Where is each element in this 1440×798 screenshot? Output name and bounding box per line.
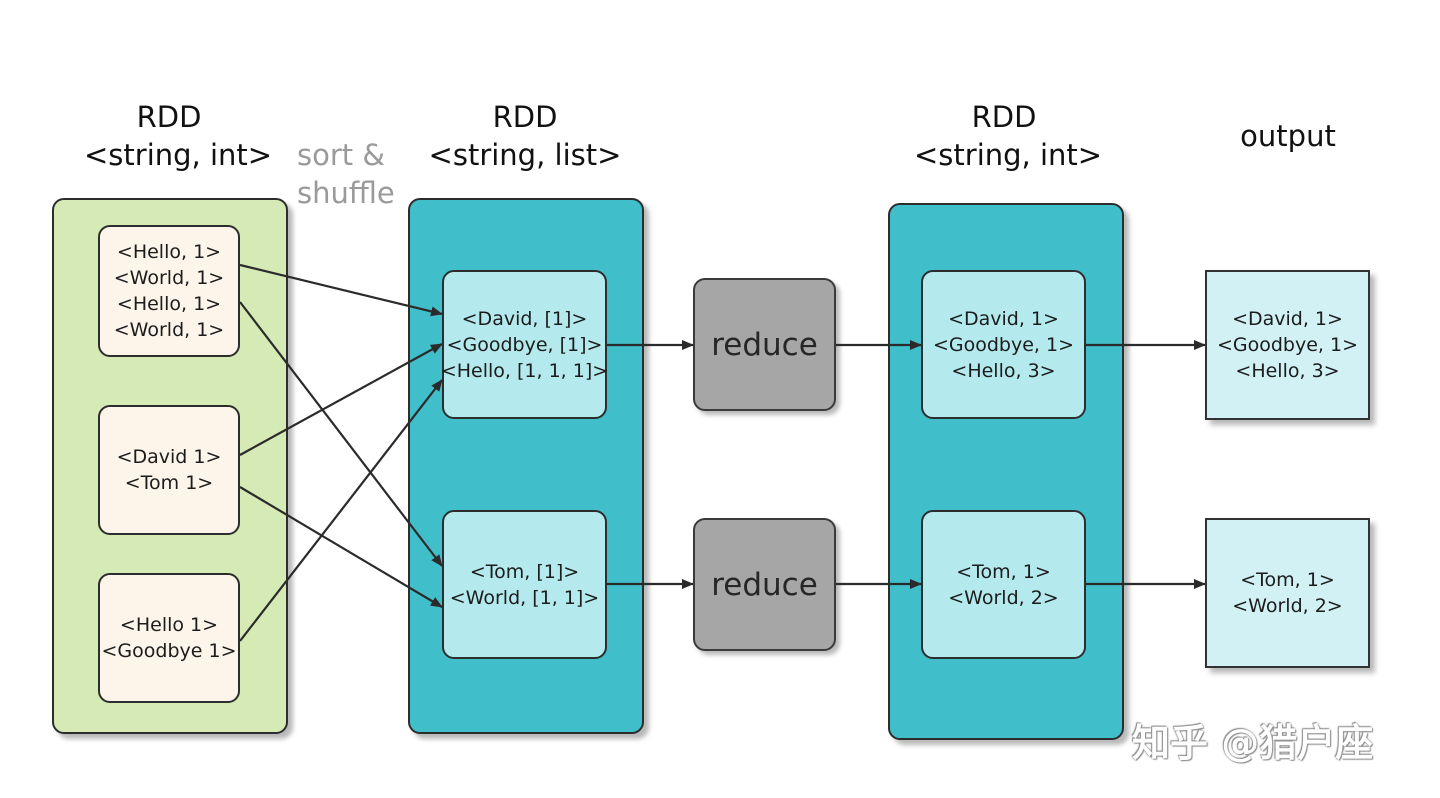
rdd1-title: RDD <string, int> [84,98,273,174]
list-item: <Tom 1> [124,472,214,494]
list-item: <Hello 1> [119,614,219,636]
output-title: output [1228,117,1348,155]
arrow-input1-to-group2 [239,301,443,567]
rdd3-title: RDD <string, int> [914,98,1103,174]
rdd1-title-line1: RDD [136,100,202,134]
output-box-1: <David, 1> <Goodbye, 1> <Hello, 3> [1205,270,1370,420]
arrow-input2-to-group2 [239,486,443,608]
list-item: <World, 1> [113,267,225,289]
rdd2-title-line2: <string, list> [428,138,622,172]
list-item: <Tom, 1> [1240,569,1335,591]
list-item: <World, 1> [113,319,225,341]
list-item: <World, 2> [948,586,1059,609]
sort-shuffle-label: sort & shuffle [297,136,395,212]
arrow-input3-to-group1 [239,379,443,642]
watermark: 知乎 @猎户座 [1132,721,1374,765]
rdd3-title-line1: RDD [971,100,1037,134]
grouped-box-2: <Tom, [1]> <World, [1, 1]> [442,510,607,659]
list-item: <Hello, 1> [116,241,222,263]
grouped-box-1: <David, [1]> <Goodbye, [1]> <Hello, [1, … [440,270,609,419]
list-item: <Hello, [1, 1, 1]> [440,359,609,382]
reduce-box-2: reduce [693,518,836,651]
arrow-input1-to-group1 [239,263,443,317]
rdd3-title-line2: <string, int> [914,138,1103,172]
sort-shuffle-line1: sort & [297,138,385,172]
list-item: <Goodbye, [1]> [446,333,603,356]
rdd1-title-line2: <string, int> [84,138,273,172]
list-item: <Tom, [1]> [469,560,580,583]
list-item: <World, 2> [1232,595,1343,617]
reduce-label: reduce [711,566,818,603]
arrow-input2-to-group1 [239,343,443,456]
reduce-label: reduce [711,326,818,363]
list-item: <Goodbye 1> [101,640,237,662]
input-box-2: <David 1> <Tom 1> [98,405,240,535]
rdd2-title: RDD <string, list> [425,98,625,174]
list-item: <Hello, 3> [1235,360,1340,382]
reduced-box-2: <Tom, 1> <World, 2> [921,510,1086,659]
list-item: <Hello, 3> [951,359,1056,382]
list-item: <David, 1> [1232,308,1343,330]
list-item: <Tom, 1> [956,560,1051,583]
sort-shuffle-line2: shuffle [297,176,395,210]
list-item: <Goodbye, 1> [1216,334,1359,356]
input-box-1: <Hello, 1> <World, 1> <Hello, 1> <World,… [98,225,240,357]
input-box-3: <Hello 1> <Goodbye 1> [98,573,240,703]
reduced-box-1: <David, 1> <Goodbye, 1> <Hello, 3> [921,270,1086,419]
list-item: <David, [1]> [461,307,588,330]
output-title-text: output [1240,119,1336,153]
list-item: <David, 1> [948,307,1059,330]
reduce-box-1: reduce [693,278,836,411]
list-item: <Hello, 1> [116,293,222,315]
rdd2-title-line1: RDD [492,100,558,134]
output-box-2: <Tom, 1> <World, 2> [1205,518,1370,668]
list-item: <Goodbye, 1> [932,333,1075,356]
list-item: <World, [1, 1]> [449,586,600,609]
list-item: <David 1> [116,446,222,468]
